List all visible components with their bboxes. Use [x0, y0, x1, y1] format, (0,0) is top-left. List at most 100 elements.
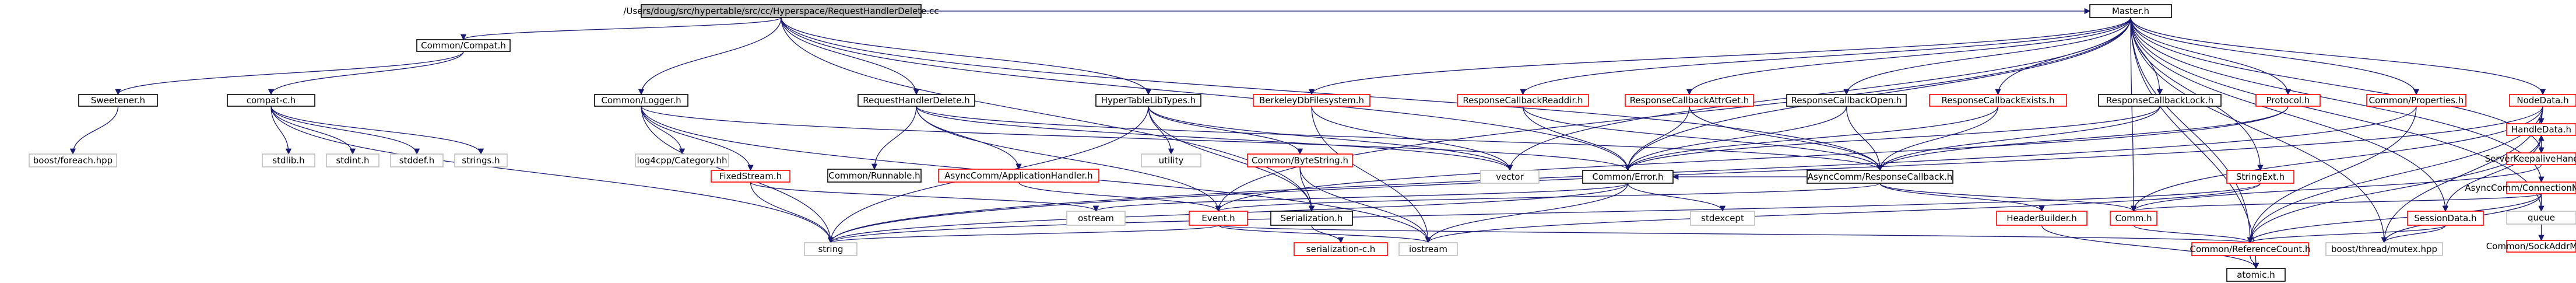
edge-root-to-rhd_h	[781, 17, 920, 96]
edge-protocol-to-event	[1215, 106, 2289, 212]
edge-rcExists-to-error	[1625, 106, 1999, 172]
nodes-layer: /Users/doug/src/hypertable/src/cc/Hypers…	[29, 4, 2576, 282]
node-skh[interactable]: ServerKeepaliveHandler.h	[2485, 152, 2576, 165]
node-rcLock[interactable]: ResponseCallbackLock.h	[2098, 94, 2222, 107]
node-box-rcLock	[2098, 94, 2222, 107]
node-berkeley[interactable]: BerkeleyDbFilesystem.h	[1253, 94, 1370, 107]
node-connmgr[interactable]: AsyncComm/ConnectionManager.h	[2465, 181, 2576, 194]
node-bytestring[interactable]: Common/ByteString.h	[1247, 153, 1353, 167]
edge-root-to-compat_h	[461, 17, 782, 41]
edge-connmgr-to-comm	[2131, 193, 2542, 212]
node-master[interactable]: Master.h	[2089, 4, 2172, 18]
node-compat_c[interactable]: compat-c.h	[227, 94, 315, 107]
node-box-event	[1189, 211, 1248, 226]
edge-stringext-to-string	[828, 183, 2261, 244]
node-stdexcept: stdexcept	[1690, 211, 1755, 226]
node-label-rcOpen: ResponseCallbackOpen.h	[1791, 95, 1902, 106]
node-box-vector	[1480, 170, 1540, 184]
node-atomic[interactable]: atomic.h	[2226, 268, 2286, 282]
node-label-logger: Common/Logger.h	[601, 95, 681, 106]
node-box-fixedstream	[711, 170, 790, 183]
node-box-serialization	[1270, 211, 1353, 226]
edge-berkeley-to-iostream	[1311, 106, 1432, 244]
node-error[interactable]: Common/Error.h	[1582, 170, 1674, 184]
node-event[interactable]: Event.h	[1189, 211, 1248, 226]
node-box-rcOpen	[1786, 94, 1907, 107]
node-box-comm	[2110, 211, 2157, 226]
node-box-logger	[594, 94, 688, 107]
node-hlt[interactable]: HyperTableLibTypes.h	[1095, 94, 1201, 107]
node-box-protocol	[2255, 94, 2321, 107]
node-label-utility: utility	[1159, 155, 1184, 166]
node-respcb[interactable]: AsyncComm/ResponseCallback.h	[1807, 170, 1953, 184]
node-comm[interactable]: Comm.h	[2110, 211, 2157, 226]
edge-compat_h-to-sweetener	[115, 51, 464, 96]
node-label-rhd_h: RequestHandlerDelete.h	[863, 95, 970, 106]
node-boost_foreach: boost/foreach.hpp	[29, 153, 117, 167]
node-stringext[interactable]: StringExt.h	[2226, 170, 2294, 184]
node-label-boost_foreach: boost/foreach.hpp	[33, 155, 113, 166]
node-fixedstream[interactable]: FixedStream.h	[711, 170, 790, 183]
edge-master-to-stringext	[2130, 17, 2264, 172]
node-box-sessiondata	[2407, 211, 2484, 226]
node-box-ostream	[1066, 211, 1126, 226]
edge-nodedata-to-comm	[2130, 106, 2543, 212]
node-properties[interactable]: Common/Properties.h	[2366, 94, 2466, 107]
node-label-appHandler: AsyncComm/ApplicationHandler.h	[944, 170, 1092, 181]
node-root[interactable]: /Users/doug/src/hypertable/src/cc/Hypers…	[623, 4, 939, 18]
node-rcReaddir[interactable]: ResponseCallbackReaddir.h	[1457, 94, 1589, 107]
node-compat_h[interactable]: Common/Compat.h	[416, 39, 511, 52]
edge-connmgr-to-refcount	[2247, 193, 2542, 244]
node-logger[interactable]: Common/Logger.h	[594, 94, 688, 107]
edge-master-to-vector	[1506, 17, 2131, 172]
node-serialization[interactable]: Serialization.h	[1270, 211, 1353, 226]
node-box-root	[641, 4, 922, 18]
edge-refcount-to-atomic	[2250, 255, 2259, 270]
node-nodedata[interactable]: NodeData.h	[2509, 94, 2576, 107]
edge-master-to-skh	[2130, 17, 2545, 154]
node-label-rcReaddir: ResponseCallbackReaddir.h	[1463, 95, 1583, 106]
node-sessiondata[interactable]: SessionData.h	[2407, 211, 2484, 226]
node-box-runnable	[827, 169, 922, 183]
edge-master-to-comm	[2130, 17, 2137, 212]
node-sweetener[interactable]: Sweetener.h	[78, 94, 158, 107]
node-serialization_c[interactable]: serialization-c.h	[1294, 242, 1388, 256]
node-box-handledata	[2506, 123, 2576, 136]
node-headerbuilder[interactable]: HeaderBuilder.h	[1996, 211, 2087, 226]
edge-event-to-refcount	[1218, 225, 2253, 244]
node-rcOpen[interactable]: ResponseCallbackOpen.h	[1786, 94, 1907, 107]
edge-protocol-to-respcb	[1876, 106, 2289, 172]
edge-root-to-logger	[638, 17, 782, 96]
edge-master-to-rcOpen	[1843, 17, 2131, 96]
node-label-queue: queue	[2528, 212, 2555, 223]
edge-sessiondata-to-refcount	[2247, 225, 2446, 244]
node-box-stdint	[326, 153, 379, 167]
node-runnable[interactable]: Common/Runnable.h	[827, 169, 922, 183]
node-label-master: Master.h	[2112, 6, 2149, 16]
node-rcAttrGet[interactable]: ResponseCallbackAttrGet.h	[1625, 94, 1754, 107]
node-label-stdint: stdint.h	[336, 155, 369, 166]
node-label-stdlib: stdlib.h	[272, 155, 304, 166]
node-protocol[interactable]: Protocol.h	[2255, 94, 2321, 107]
node-label-connmgr: AsyncComm/ConnectionManager.h	[2465, 183, 2576, 193]
edge-master-to-connmgr	[2130, 17, 2545, 183]
node-box-stddef	[390, 153, 444, 167]
edge-fixedstream-to-ostream	[750, 181, 1099, 212]
node-box-log4cpp	[635, 153, 729, 167]
edge-appHandler-to-event	[1018, 181, 1222, 212]
node-appHandler[interactable]: AsyncComm/ApplicationHandler.h	[938, 169, 1099, 183]
node-rhd_h[interactable]: RequestHandlerDelete.h	[858, 94, 975, 107]
node-refcount[interactable]: Common/ReferenceCount.h	[2190, 242, 2311, 256]
node-handledata[interactable]: HandleData.h	[2506, 123, 2576, 136]
node-stddef: stddef.h	[390, 153, 444, 167]
edge-compat_c-to-stdint	[270, 106, 356, 155]
node-sockaddr[interactable]: Common/SockAddrMap.h	[2486, 240, 2576, 253]
edge-rcOpen-to-respcb	[1846, 106, 1883, 172]
node-box-nodedata	[2509, 94, 2576, 107]
node-stdint: stdint.h	[326, 153, 379, 167]
node-label-compat_h: Common/Compat.h	[421, 40, 506, 51]
node-rcExists[interactable]: ResponseCallbackExists.h	[1929, 94, 2067, 107]
node-label-respcb: AsyncComm/ResponseCallback.h	[1808, 172, 1953, 182]
edge-master-to-sessiondata	[2130, 17, 2449, 212]
